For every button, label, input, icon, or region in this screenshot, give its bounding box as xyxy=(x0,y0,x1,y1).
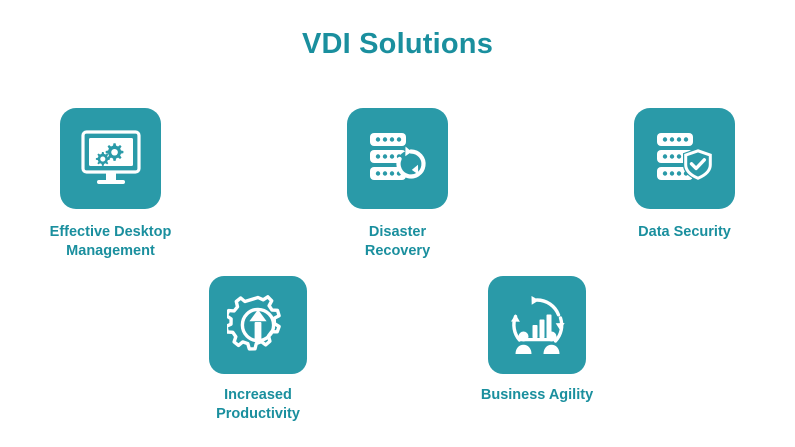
icon-tile xyxy=(209,276,307,374)
feature-card-business-agility[interactable]: Business Agility xyxy=(462,276,612,423)
bar-chart-people-refresh-icon xyxy=(506,294,568,356)
server-refresh-icon xyxy=(366,130,430,188)
icon-tile xyxy=(634,108,735,209)
feature-card-disaster-recovery[interactable]: Disaster Recovery xyxy=(323,108,473,260)
gear-up-arrow-icon xyxy=(227,294,289,356)
feature-label: Increased Productivity xyxy=(216,387,300,422)
feature-card-effective-desktop-management[interactable]: Effective Desktop Management xyxy=(36,108,186,260)
page-title: VDI Solutions xyxy=(301,28,494,60)
feature-label: Effective Desktop Management xyxy=(49,224,172,259)
feature-card-data-security[interactable]: Data Security xyxy=(610,108,760,260)
feature-label: Disaster Recovery xyxy=(364,224,431,259)
server-shield-check-icon xyxy=(653,130,717,188)
feature-row-bottom: Increased Productivity xyxy=(0,276,795,423)
feature-row-top: Effective Desktop Management xyxy=(0,108,795,260)
icon-tile xyxy=(488,276,586,374)
feature-label: Data Security xyxy=(638,224,731,240)
icon-tile xyxy=(60,108,161,209)
desktop-monitor-gears-icon xyxy=(80,129,142,188)
feature-card-increased-productivity[interactable]: Increased Productivity xyxy=(183,276,333,423)
feature-label: Business Agility xyxy=(480,387,594,403)
icon-tile xyxy=(347,108,448,209)
